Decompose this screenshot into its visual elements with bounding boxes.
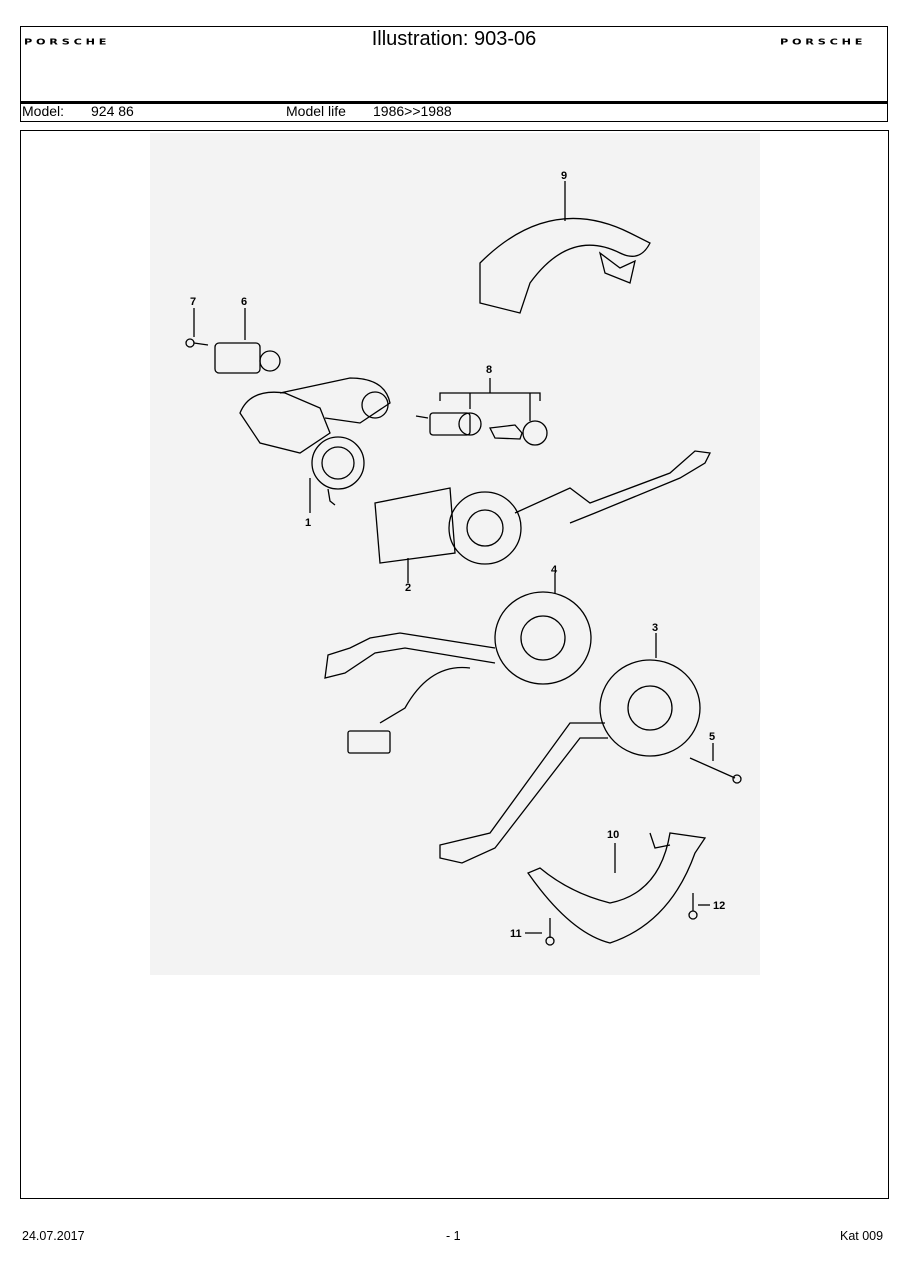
- model-life-value: 1986>>1988: [373, 103, 452, 119]
- switch-housing-part: [374, 450, 711, 583]
- upper-cover-part: [479, 181, 651, 314]
- callout-2: 2: [405, 582, 411, 594]
- callout-9: 9: [561, 170, 567, 182]
- brand-logo-left: PORSCHE: [24, 38, 111, 47]
- callout-7: 7: [190, 296, 196, 308]
- exploded-parts-drawing: 1 2 3 4 5 6 7 8 9 10 11 12: [150, 133, 760, 975]
- footer-page: - 1: [446, 1229, 461, 1243]
- parts-svg: 1 2 3 4 5 6 7 8 9 10 11 12: [185, 170, 742, 946]
- model-life-label: Model life: [286, 103, 346, 119]
- callout-labels: 1 2 3 4 5 6 7 8 9 10 11 12: [190, 170, 725, 940]
- callout-10: 10: [607, 829, 619, 841]
- header-top: PORSCHE Illustration: 903-06 PORSCHE: [21, 27, 887, 104]
- footer-date: 24.07.2017: [22, 1229, 85, 1243]
- brand-logo-right: PORSCHE: [780, 38, 867, 47]
- lower-cover-part: [527, 832, 707, 944]
- model-label: Model:: [22, 103, 65, 119]
- callout-1: 1: [305, 517, 311, 529]
- wiper-switch-part: [439, 633, 701, 864]
- header-box: PORSCHE Illustration: 903-06 PORSCHE Mod…: [20, 26, 888, 122]
- model-row: Model: 924 86 Model life 1986>>1988: [21, 103, 887, 121]
- turn-signal-switch-part: [324, 573, 592, 754]
- footer-catalog: Kat 009: [840, 1229, 884, 1243]
- small-screws-part: [525, 893, 710, 946]
- callout-12: 12: [713, 900, 725, 912]
- steering-lock-part: [239, 377, 391, 513]
- callout-8: 8: [486, 364, 492, 376]
- page-title: Illustration: 903-06: [371, 28, 537, 50]
- lock-housing-part: [185, 308, 281, 374]
- model-value: 924 86: [91, 103, 134, 119]
- callout-4: 4: [551, 564, 558, 576]
- long-screw-part: [689, 743, 742, 784]
- callout-6: 6: [241, 296, 247, 308]
- callout-3: 3: [652, 622, 658, 634]
- illustration-frame: [20, 130, 889, 1199]
- callout-11: 11: [510, 928, 522, 940]
- lock-cylinder-part: [415, 378, 548, 446]
- callout-5: 5: [709, 731, 715, 743]
